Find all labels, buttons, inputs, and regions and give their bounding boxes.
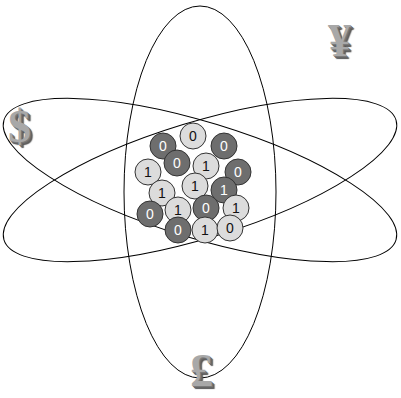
tilted-orbit xyxy=(0,65,401,296)
currency-symbol: $ xyxy=(8,104,31,150)
bit-digit: 0 xyxy=(216,214,244,242)
bit-ball: 1 xyxy=(191,216,219,244)
bit-digit: 0 xyxy=(179,122,207,150)
currency-symbol: ¥ xyxy=(328,18,351,64)
bit-digit: 1 xyxy=(191,216,219,244)
vertical-orbit xyxy=(124,6,276,378)
bit-ball: 0 xyxy=(136,200,164,228)
bit-digit: 0 xyxy=(163,149,191,177)
currency-symbol: £ xyxy=(190,348,213,394)
bit-digit: 0 xyxy=(136,200,164,228)
bit-digit: 0 xyxy=(164,216,192,244)
bit-ball: 0 xyxy=(179,122,207,150)
bit-ball: 0 xyxy=(164,216,192,244)
bit-ball: 0 xyxy=(163,149,191,177)
bit-ball: 0 xyxy=(216,214,244,242)
tilted-orbit xyxy=(0,65,401,296)
